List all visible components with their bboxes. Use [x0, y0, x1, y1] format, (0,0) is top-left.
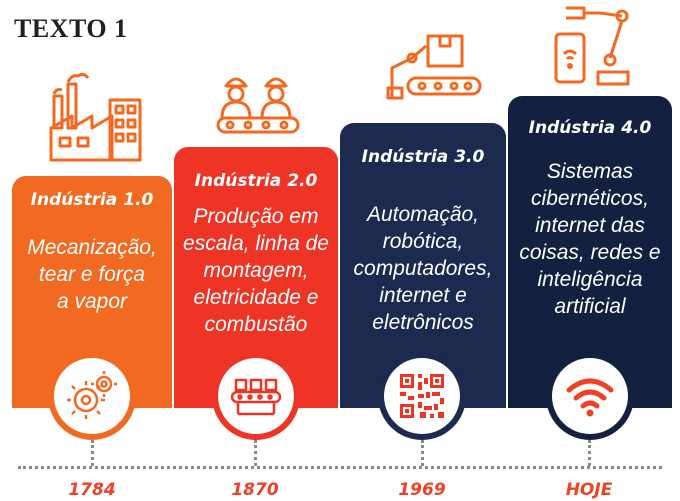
qr-code-icon: [400, 374, 444, 418]
circle-gears: [48, 352, 136, 440]
conveyor-icon: [230, 378, 282, 416]
factory-icon: [49, 72, 142, 162]
year-label: HOJE: [565, 480, 613, 500]
robot-arm-conveyor-icon: [386, 34, 482, 100]
year-label: 1870: [231, 480, 279, 500]
circle-conveyor: [212, 352, 300, 440]
timeline-connector: [421, 440, 424, 466]
year-label: 1784: [68, 480, 116, 500]
timeline-connector: [588, 440, 591, 466]
gears-icon: [67, 371, 117, 419]
card-title: Indústria 1.0: [30, 190, 154, 210]
circle-qr: [378, 352, 466, 440]
timeline-line: [18, 466, 662, 469]
card-title: Indústria 4.0: [528, 118, 652, 138]
card-industria-3: Indústria 3.0 Automação,robótica,computa…: [340, 123, 506, 408]
card-description: Automação,robótica,computadores,internet…: [353, 203, 493, 334]
card-title: Indústria 3.0: [361, 147, 485, 167]
year-label: 1969: [398, 480, 446, 500]
page-heading: TEXTO 1: [14, 14, 128, 43]
circle-wifi: [546, 352, 634, 440]
wifi-icon: [566, 378, 614, 417]
card-title: Indústria 2.0: [194, 171, 318, 191]
timeline-connector: [254, 440, 257, 466]
workers-assembly-icon: [216, 77, 300, 134]
smart-robot-arm-icon: [554, 6, 630, 86]
timeline-connector: [91, 440, 94, 466]
